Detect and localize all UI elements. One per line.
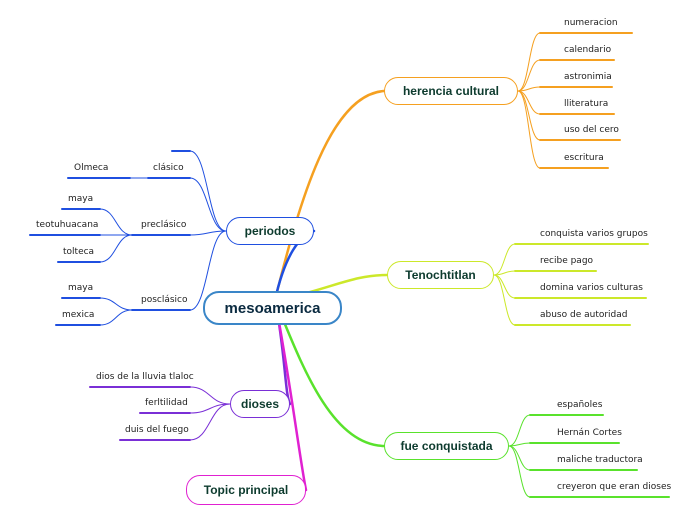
topic-fue-conquistada[interactable]: fue conquistada <box>384 432 509 460</box>
topic-tenochtitlan-label: Tenochtitlan <box>405 268 476 282</box>
leaf-conquista-varios-grupos[interactable]: conquista varios grupos <box>540 229 648 239</box>
leaf-duis-del-fuego[interactable]: duis del fuego <box>125 425 189 435</box>
central-topic-mesoamerica[interactable]: mesoamerica <box>203 291 342 325</box>
connector-conquista-leaf-3 <box>508 445 531 498</box>
connector-periodos-preclasico <box>189 230 227 236</box>
connector-posclasico-maya <box>99 297 133 311</box>
subtopic-posclasico[interactable]: posclásico <box>141 295 188 305</box>
leaf-olmeca[interactable]: Olmeca <box>74 163 109 173</box>
connector-periodos-empty <box>189 150 227 232</box>
leaf-calendario[interactable]: calendario <box>564 45 612 55</box>
connector-tenochtitlan-leaf-1 <box>493 270 516 276</box>
leaf-creyeron-que-eran-dioses[interactable]: creyeron que eran dioses <box>557 482 672 492</box>
subtopic-preclasico[interactable]: preclásico <box>141 220 187 230</box>
connector-preclasico-maya <box>99 208 133 236</box>
leaf-uso-del-cero[interactable]: uso del cero <box>564 125 619 135</box>
connector-dioses-leaf-2 <box>189 403 231 441</box>
connector-periodos-posclasico <box>189 230 227 311</box>
leaf-escritura[interactable]: escritura <box>564 153 604 163</box>
connector-conquista-leaf-2 <box>508 445 531 471</box>
connector-herencia-leaf-1 <box>517 59 541 92</box>
leaf-dios-de-la-lluvia[interactable]: dios de la lluvia tlaloc <box>96 372 194 382</box>
leaf-espanoles[interactable]: españoles <box>557 400 603 410</box>
leaf-teotuhuacana[interactable]: teotuhuacana <box>36 220 99 230</box>
leaf-hernan-cortes[interactable]: Hernán Cortes <box>557 428 622 438</box>
topic-fue-conquistada-label: fue conquistada <box>400 439 493 453</box>
connector-root-herencia <box>273 89 386 302</box>
leaf-lliteratura[interactable]: lliteratura <box>564 99 609 109</box>
leaf-maya-posclasico[interactable]: maya <box>68 283 94 293</box>
leaf-domina-varios-culturas[interactable]: domina varios culturas <box>540 283 643 293</box>
leaf-mexica[interactable]: mexica <box>62 310 95 320</box>
leaf-numeracion[interactable]: numeracion <box>564 18 618 28</box>
leaf-tolteca[interactable]: tolteca <box>63 247 95 257</box>
subtopic-clasico[interactable]: clásico <box>153 163 184 173</box>
topic-periodos[interactable]: periodos <box>226 217 314 245</box>
leaf-recibe-pago[interactable]: recibe pago <box>540 256 594 266</box>
connector-root-topic <box>273 298 308 492</box>
topic-tenochtitlan[interactable]: Tenochtitlan <box>387 261 494 289</box>
topic-herencia-cultural[interactable]: herencia cultural <box>384 77 518 105</box>
leaf-maliche-traductora[interactable]: maliche traductora <box>557 455 643 465</box>
connector-herencia-leaf-5 <box>517 90 541 169</box>
connector-herencia-leaf-0 <box>517 32 541 92</box>
topic-herencia-cultural-label: herencia cultural <box>402 84 500 98</box>
topic-periodos-label: periodos <box>244 224 296 238</box>
connector-posclasico-mexica <box>99 309 133 326</box>
connector-preclasico-tolteca <box>99 234 133 263</box>
connector-tenochtitlan-leaf-2 <box>493 274 516 299</box>
leaf-abuso-de-autoridad[interactable]: abuso de autoridad <box>540 310 628 320</box>
central-topic-label: mesoamerica <box>224 299 321 317</box>
connector-conquista-leaf-0 <box>508 414 531 447</box>
topic-dioses-label: dioses <box>240 397 279 411</box>
connector-tenochtitlan-leaf-0 <box>493 243 516 276</box>
connector-herencia-leaf-2 <box>517 86 541 92</box>
leaf-astronimia[interactable]: astronimia <box>564 72 612 82</box>
connector-tenochtitlan-leaf-3 <box>493 274 516 326</box>
connector-periodos-clasico <box>189 177 227 232</box>
leaf-maya-preclasico[interactable]: maya <box>68 194 94 204</box>
topic-principal[interactable]: Topic principal <box>186 475 306 505</box>
topic-dioses[interactable]: dioses <box>230 390 290 418</box>
topic-principal-label: Topic principal <box>203 483 289 497</box>
connector-dioses-leaf-0 <box>189 386 231 405</box>
leaf-ferltilidad[interactable]: ferltilidad <box>145 398 188 408</box>
